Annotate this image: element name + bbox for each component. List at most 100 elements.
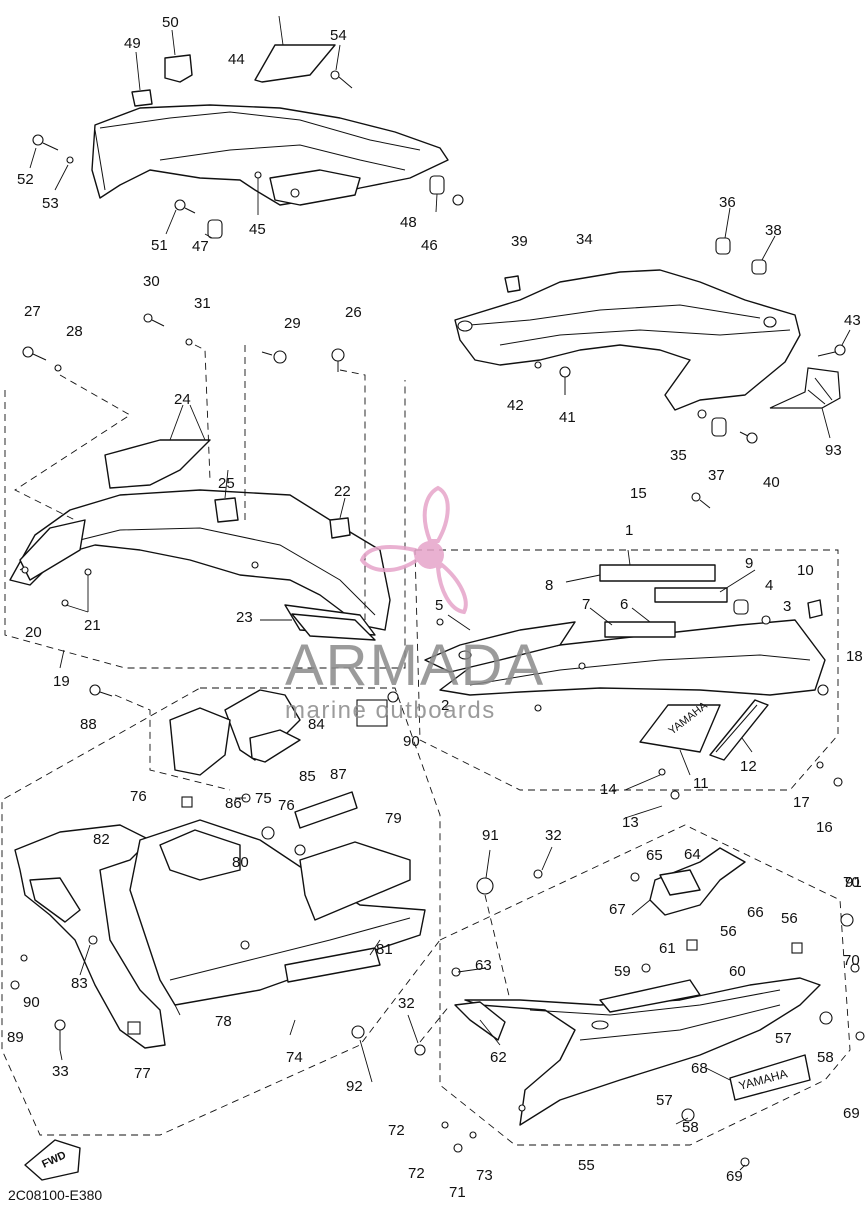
callout-label: 11: [693, 775, 709, 792]
callout-label: 43: [844, 312, 861, 329]
group-outline-55: [439, 824, 851, 1146]
callout-label: 64: [684, 846, 701, 863]
callout-label: 41: [559, 409, 576, 426]
decal-11: YAMAHA: [639, 699, 721, 776]
callout-label: 8: [545, 577, 553, 594]
bolt-51-grommet-47: [165, 199, 223, 239]
callout-label: 80: [232, 854, 249, 871]
callout-label: 63: [475, 957, 492, 974]
callout-label: 79: [385, 810, 402, 827]
callout-label: 33: [52, 1063, 69, 1080]
callout-label: 58: [682, 1119, 699, 1136]
leader-lines: [59, 575, 746, 1171]
callout-label: 72: [408, 1165, 425, 1182]
hardware-1-group: [436, 492, 843, 800]
side-panel-group-1: [424, 619, 826, 712]
hardware-73-group: [10, 684, 399, 1050]
callout-label: 5: [435, 597, 443, 614]
callout-label: 69: [726, 1168, 743, 1185]
callout-label: 66: [747, 904, 764, 921]
callout-label: 15: [630, 485, 647, 502]
callout-label: 90: [403, 733, 420, 750]
bolt-52-washer-53: [29, 134, 74, 191]
callout-label: 32: [545, 827, 562, 844]
callout-label: 76: [278, 797, 295, 814]
callout-label: 67: [609, 901, 626, 918]
callout-label: 89: [7, 1029, 24, 1046]
callout-label: 77: [134, 1065, 151, 1082]
drawing-code: 2C08100-E380: [8, 1187, 102, 1203]
callout-label: 57: [656, 1092, 673, 1109]
callout-label: 70: [843, 874, 860, 891]
pad-86-78-80: [284, 791, 411, 983]
callout-label: 34: [576, 231, 593, 248]
callout-label: 91: [482, 827, 499, 844]
callout-label: 28: [66, 323, 83, 340]
callout-label: 51: [151, 237, 168, 254]
callout-label: 75: [255, 790, 272, 807]
callout-label: 88: [80, 716, 97, 733]
callout-label: 72: [388, 1122, 405, 1139]
callout-label: 31: [194, 295, 211, 312]
callout-label: 47: [192, 238, 209, 255]
hardware-19-group: [14, 313, 366, 620]
duct-83-84: [169, 689, 301, 776]
callout-label: 84: [308, 716, 325, 733]
callout-label: 21: [84, 617, 101, 634]
callout-label: 86: [225, 795, 242, 812]
callout-label: 16: [816, 819, 833, 836]
armada-watermark: ARMADA marine outboards: [285, 485, 545, 724]
callout-label: 58: [817, 1049, 834, 1066]
callout-label: 25: [218, 475, 235, 492]
callout-label: 54: [330, 27, 347, 44]
callout-labels: 1 2 3 4 5 6 7 8 9 10 11 12 13 14 15 16 1…: [7, 14, 863, 1201]
pads-6-7-8-9: [565, 549, 756, 638]
callout-label: 53: [42, 195, 59, 212]
callout-label: 48: [400, 214, 417, 231]
callout-label: 81: [376, 941, 393, 958]
bolt-54: [330, 44, 353, 89]
callout-label: 69: [843, 1105, 860, 1122]
callout-label: 36: [719, 194, 736, 211]
bracket-25: [214, 469, 239, 523]
bracket-50: [164, 29, 193, 83]
callout-label: 62: [490, 1049, 507, 1066]
duct-64-65-66: [649, 847, 746, 916]
callout-label: 29: [284, 315, 301, 332]
callout-label: 26: [345, 304, 362, 321]
callout-label: 91: [845, 874, 862, 891]
callout-label: 56: [781, 910, 798, 927]
callout-label: 65: [646, 847, 663, 864]
callout-label: 83: [71, 975, 88, 992]
callout-label: 10: [797, 562, 814, 579]
callout-label: 78: [215, 1013, 232, 1030]
callout-label: 56: [720, 923, 737, 940]
callout-label: 38: [765, 222, 782, 239]
watermark-tagline: marine outboards: [285, 697, 496, 724]
callout-label: 82: [93, 831, 110, 848]
callout-label: 93: [825, 442, 842, 459]
watermark-brand: ARMADA: [285, 633, 545, 698]
callout-label: 45: [249, 221, 266, 238]
callout-label: 40: [763, 474, 780, 491]
grommet-48-collar-46: [429, 175, 464, 213]
plate-23: [291, 613, 376, 641]
callout-label: 70: [843, 952, 860, 969]
callout-label: 9: [745, 555, 753, 572]
decal-12: [709, 699, 769, 761]
belly-pan-55: [454, 977, 821, 1126]
callout-label: 17: [793, 794, 810, 811]
callout-label: 50: [162, 14, 179, 31]
callout-label: 3: [783, 598, 791, 615]
callout-label: 59: [614, 963, 631, 980]
callout-label: 87: [330, 766, 347, 783]
forward-arrow-icon: FWD: [24, 1139, 81, 1181]
callout-label: 12: [740, 758, 757, 775]
callout-label: 61: [659, 940, 676, 957]
callout-label: 44: [228, 51, 245, 68]
group-outline-19: [4, 380, 406, 669]
hardware-34-group: [534, 207, 851, 444]
callout-label: 60: [729, 963, 746, 980]
callout-label: 20: [25, 624, 42, 641]
